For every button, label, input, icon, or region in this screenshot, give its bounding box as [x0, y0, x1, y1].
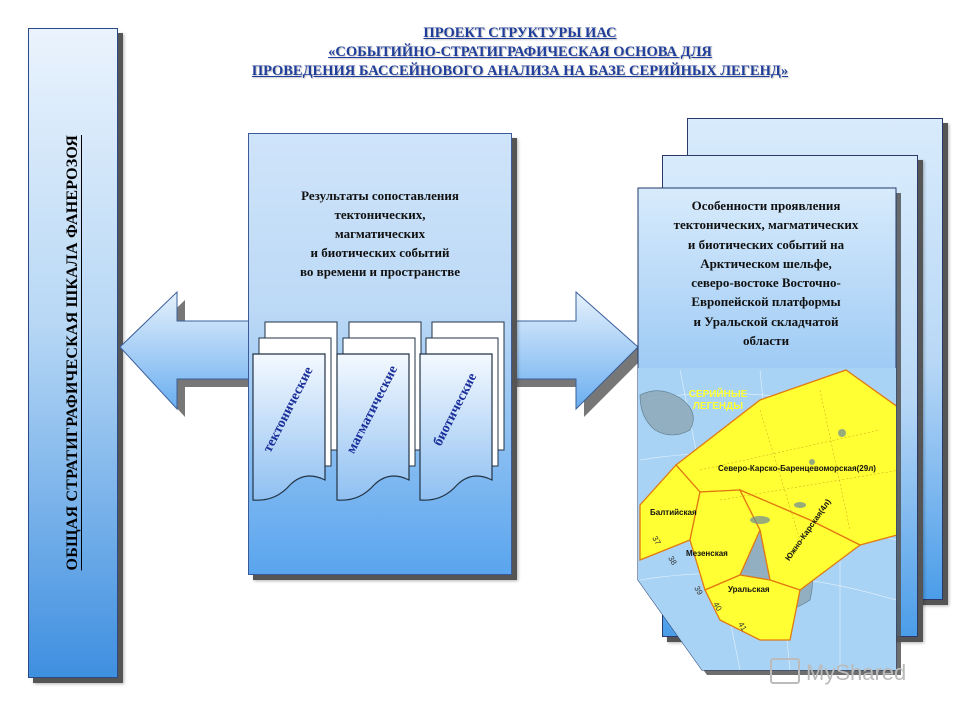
stratigraphic-scale-panel: ОБЩАЯ СТРАТИГРАФИЧЕСКАЯ ШКАЛА ФАНЕРОЗОЯ [28, 28, 118, 678]
region-ural [704, 574, 801, 641]
features-text-line: северо-востоке Восточно- [691, 275, 841, 291]
biotic-document-stack [419, 321, 505, 501]
magmatic-document-stack [336, 321, 422, 501]
features-text-line: Особенности проявления [691, 198, 841, 213]
map-label-mezen: Мезенская [686, 549, 728, 558]
features-text: Особенности проявления тектонических, ма… [643, 196, 889, 350]
features-text-line: Арктическом шельфе, [700, 255, 832, 271]
features-text-line: тектонических, магматических [673, 217, 859, 233]
title-line-2: «СОБЫТИЙНО-СТРАТИГРАФИЧЕСКАЯ ОСНОВА ДЛЯ [328, 44, 712, 60]
watermark-icon [770, 658, 800, 685]
title-line-3: ПРОВЕДЕНИЯ БАССЕЙНОВОГО АНАЛИЗА НА БАЗЕ … [251, 63, 789, 79]
results-text: Результаты сопоставления тектонических, … [256, 186, 504, 281]
results-text-line: тектонических, [334, 207, 426, 222]
map-label-north-kara-barents: Северо-Карско-Баренцевоморская(29л) [718, 464, 876, 473]
arctic-map [638, 368, 896, 670]
results-text-line: и биотических событий [310, 245, 450, 260]
features-text-line: и биотических событий на [687, 236, 845, 252]
serial-legends-title-line: СЕРИЙНЫЕ [688, 389, 748, 400]
serial-legends-title-line: ЛЕГЕНДЫ [692, 401, 744, 412]
map-label-ural: Уральская [728, 585, 770, 594]
diagram-title: ПРОЕКТ СТРУКТУРЫ ИАС «СОБЫТИЙНО-СТРАТИГР… [150, 24, 890, 81]
serial-legends-title: СЕРИЙНЫЕ ЛЕГЕНДЫ [678, 389, 758, 413]
watermark-text: MyShared [806, 660, 907, 685]
results-text-line: магматических [334, 226, 426, 241]
map-label-baltic: Балтийская [650, 508, 697, 517]
results-text-line: во времени и пространстве [300, 264, 460, 279]
features-text-line: Европейской платформы [691, 294, 841, 310]
results-text-line: Результаты сопоставления [301, 188, 459, 203]
features-text-line: области [742, 333, 790, 349]
watermark: MyShared [770, 658, 907, 687]
tectonic-document-stack [252, 321, 338, 501]
features-text-line: и Уральской складчатой [693, 313, 839, 329]
title-line-1: ПРОЕКТ СТРУКТУРЫ ИАС [423, 25, 617, 41]
